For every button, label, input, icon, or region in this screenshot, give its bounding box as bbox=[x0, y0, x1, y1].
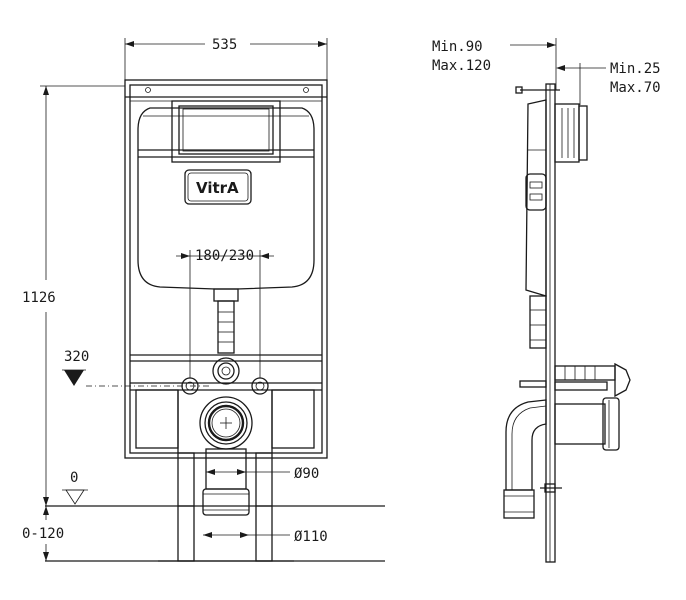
depth-dimensions bbox=[510, 38, 606, 105]
frame bbox=[124, 79, 328, 459]
floor-level-marker: 0 bbox=[62, 470, 88, 505]
flush-pipe bbox=[213, 288, 239, 354]
side-threaded-rods bbox=[519, 362, 631, 398]
inlet-height-marker: 320 bbox=[62, 349, 210, 387]
cistern: VitrA bbox=[137, 100, 315, 290]
floor-lines bbox=[45, 505, 385, 562]
height-dimension: 1126 bbox=[22, 85, 125, 506]
side-cistern bbox=[525, 99, 547, 349]
side-view: Min.90 Max.120 Min.25 Max.70 bbox=[432, 38, 661, 563]
drain-pipe bbox=[202, 448, 250, 516]
spacing-label: 180/230 bbox=[195, 248, 254, 264]
drain-outlet bbox=[199, 396, 253, 450]
mounting-bolt-left bbox=[181, 377, 199, 395]
floor-range-dimension: 0-120 bbox=[22, 506, 64, 561]
floor-label: 0 bbox=[70, 470, 78, 486]
wall-depth-label-max: Max.120 bbox=[432, 58, 491, 74]
front-view: 535 VitrA bbox=[22, 37, 385, 562]
side-floor-leg bbox=[540, 483, 562, 493]
floor-range-label: 0-120 bbox=[22, 526, 64, 542]
pipe-small-label: Ø90 bbox=[294, 466, 319, 482]
inlet-height-label: 320 bbox=[64, 349, 89, 365]
wall-depth-label-min: Min.90 bbox=[432, 39, 483, 55]
side-flush-actuator bbox=[554, 103, 588, 163]
side-brackets bbox=[135, 389, 315, 453]
vitra-logo: VitrA bbox=[196, 179, 239, 197]
width-dimension: 535 bbox=[124, 37, 328, 80]
finish-depth-label-max: Max.70 bbox=[610, 80, 661, 96]
height-label: 1126 bbox=[22, 290, 56, 306]
pipe-large-label: Ø110 bbox=[294, 529, 328, 545]
spacing-dimension: 180/230 bbox=[176, 248, 274, 378]
side-drain-elbow bbox=[503, 397, 620, 519]
water-inlet bbox=[212, 357, 240, 385]
mounting-bolt-right bbox=[251, 377, 269, 395]
width-label: 535 bbox=[212, 37, 237, 53]
pipe-dimensions: Ø90 Ø110 bbox=[203, 466, 328, 545]
finish-depth-label-min: Min.25 bbox=[610, 61, 661, 77]
frame-legs bbox=[158, 452, 294, 562]
